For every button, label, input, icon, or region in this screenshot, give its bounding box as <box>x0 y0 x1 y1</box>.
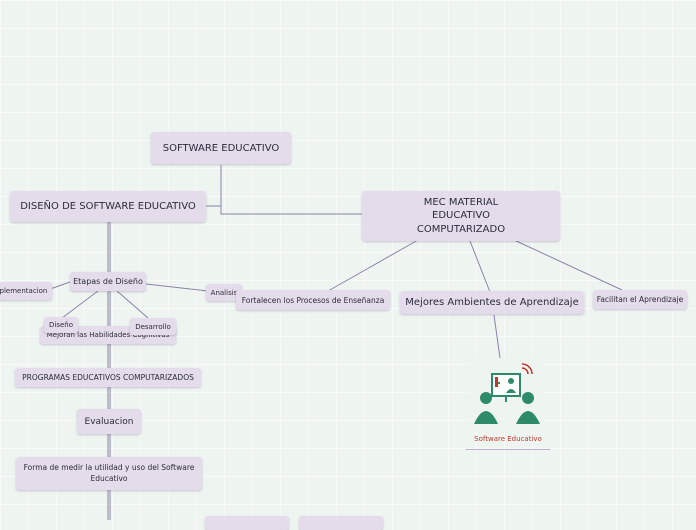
node-desarrollo[interactable]: Desarrollo <box>130 318 176 335</box>
image-underline <box>466 449 550 450</box>
node-evaluacion-label: Evaluacion <box>84 416 134 427</box>
connector-mec-mejores <box>469 240 491 293</box>
connector-etapas-implementacion <box>49 281 71 290</box>
node-partial-bottom-2[interactable] <box>299 516 383 530</box>
connector-mec-facilitan <box>513 239 623 291</box>
node-software-educativo-label: SOFTWARE EDUCATIVO <box>162 142 280 154</box>
node-programas[interactable]: PROGRAMAS EDUCATIVOS COMPUTARIZADOS <box>15 368 201 387</box>
node-diseno-etapa-label: Diseño <box>48 321 73 329</box>
connector-etapas-analisis <box>145 283 209 292</box>
node-etapas-diseno[interactable]: Etapas de Diseño <box>70 272 146 291</box>
connector-root-branch <box>220 165 362 215</box>
node-mec-label: MEC MATERIAL EDUCATIVO COMPUTARIZADO <box>416 196 506 235</box>
node-fortalecen-label: Fortalecen los Procesos de Enseñanza <box>241 295 385 305</box>
node-habilidades-label: Mejoran las Habilidades Cognitivas <box>46 331 170 339</box>
node-diseno-etapa[interactable]: Diseño <box>44 317 78 333</box>
image-node-software-educativo[interactable] <box>468 358 544 430</box>
node-fortalecen[interactable]: Fortalecen los Procesos de Enseñanza <box>236 290 390 310</box>
node-programas-label: PROGRAMAS EDUCATIVOS COMPUTARIZADOS <box>22 373 194 382</box>
node-diseno-software-label: DISEÑO DE SOFTWARE EDUCATIVO <box>20 201 196 212</box>
connector-etapas-desarrollo <box>116 290 149 319</box>
node-mec[interactable]: MEC MATERIAL EDUCATIVO COMPUTARIZADO <box>362 191 560 241</box>
node-desarrollo-label: Desarrollo <box>135 322 171 331</box>
image-caption: Software Educativo <box>474 435 542 443</box>
node-mejores-ambientes[interactable]: Mejores Ambientes de Aprendizaje <box>400 291 584 314</box>
node-mejores-ambientes-label: Mejores Ambientes de Aprendizaje <box>405 297 579 308</box>
node-facilitan-label: Facilitan el Aprendizaje <box>596 295 684 304</box>
node-evaluacion[interactable]: Evaluacion <box>77 409 141 434</box>
node-implementacion-label: Implementacion <box>0 287 48 295</box>
node-facilitan[interactable]: Facilitan el Aprendizaje <box>593 290 687 309</box>
node-forma-medir[interactable]: Forma de medir la utilidad y uso del Sof… <box>16 457 202 490</box>
node-software-educativo[interactable]: SOFTWARE EDUCATIVO <box>151 132 291 164</box>
node-forma-medir-label: Forma de medir la utilidad y uso del Sof… <box>23 463 195 483</box>
classroom-illustration-icon <box>474 363 540 424</box>
connector-mec-fortalecen <box>327 239 419 292</box>
node-partial-bottom-1[interactable] <box>205 516 289 530</box>
connector-mejores-image <box>493 314 501 359</box>
node-analisis[interactable]: Analisis <box>206 284 242 301</box>
node-analisis-label: Analisis <box>210 288 238 297</box>
connector-etapas-diseno <box>61 290 99 319</box>
node-etapas-diseno-label: Etapas de Diseño <box>73 277 143 286</box>
node-implementacion[interactable]: Implementacion <box>0 282 52 300</box>
node-diseno-software[interactable]: DISEÑO DE SOFTWARE EDUCATIVO <box>10 191 206 222</box>
